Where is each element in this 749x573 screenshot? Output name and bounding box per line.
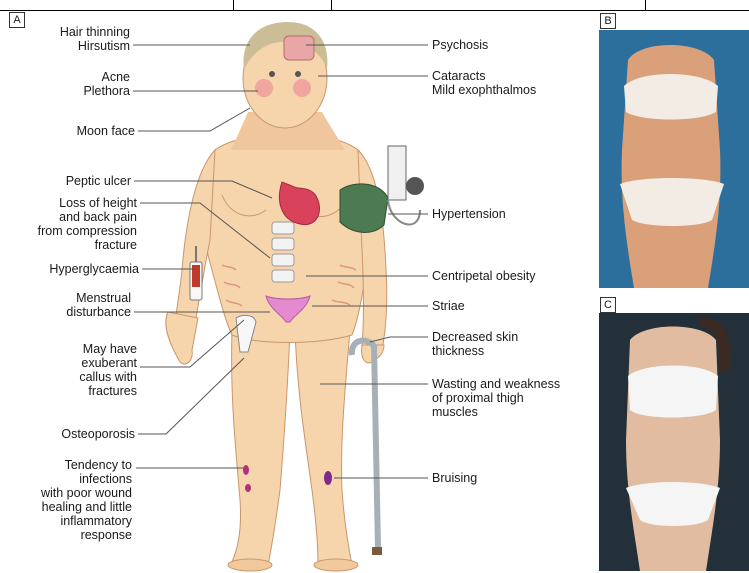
- label-height-loss: Loss of height and back pain from compre…: [38, 196, 137, 252]
- bp-cuff: [340, 184, 388, 233]
- label-striae: Striae: [432, 299, 465, 313]
- photo-b-clinical: [599, 30, 749, 288]
- label-peptic-ulcer: Peptic ulcer: [66, 174, 131, 188]
- label-obesity: Centripetal obesity: [432, 269, 536, 283]
- label-menstrual: Menstrual disturbance: [66, 291, 131, 319]
- label-hyperglycaemia: Hyperglycaemia: [49, 262, 139, 276]
- sphygmomanometer-gauge: [388, 146, 406, 200]
- left-hand: [166, 312, 198, 364]
- label-infections: Tendency to infections with poor wound h…: [41, 458, 132, 542]
- legs: [228, 330, 358, 571]
- label-bruising: Bruising: [432, 471, 477, 485]
- label-callus: May have exuberant callus with fractures: [79, 342, 137, 398]
- label-hair: Hair thinning Hirsutism: [60, 25, 130, 53]
- label-osteoporosis: Osteoporosis: [61, 427, 135, 441]
- label-psychosis: Psychosis: [432, 38, 488, 52]
- photo-c-clinical: [599, 313, 749, 571]
- brain: [284, 36, 314, 60]
- label-moon-face: Moon face: [77, 124, 135, 138]
- walking-cane: [352, 340, 378, 548]
- label-skin: Decreased skin thickness: [432, 330, 518, 358]
- right-arm: [358, 150, 387, 350]
- bruise-mark: [324, 471, 332, 485]
- label-cataracts: Cataracts Mild exophthalmos: [432, 69, 536, 97]
- label-hypertension: Hypertension: [432, 207, 506, 221]
- label-wasting: Wasting and weakness of proximal thigh m…: [432, 377, 560, 419]
- label-acne: Acne Plethora: [83, 70, 130, 98]
- bp-bulb: [406, 177, 424, 195]
